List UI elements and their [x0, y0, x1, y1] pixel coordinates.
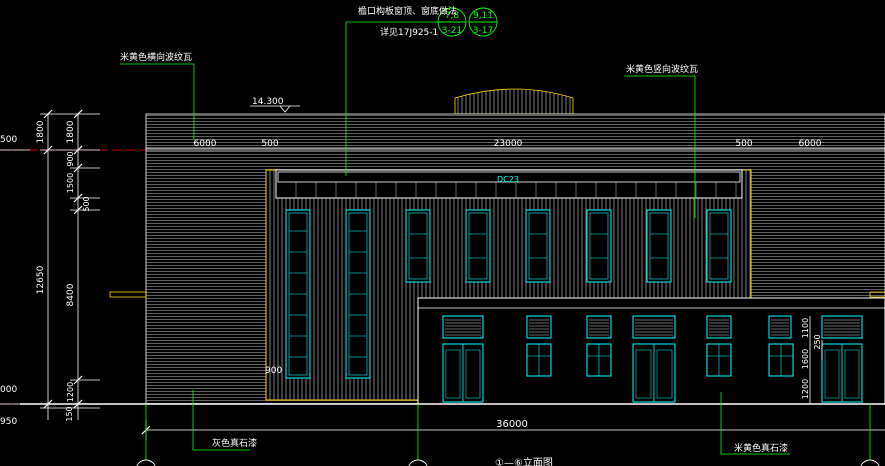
double-door — [632, 343, 676, 403]
dim-edge-950: 950 — [0, 417, 17, 427]
detail-a-bottom: 3-21 — [442, 26, 462, 36]
dim-left-150: 150 — [65, 406, 74, 421]
dim-inner-1800: 1800 — [66, 120, 76, 143]
tall-window — [706, 209, 732, 283]
annex-window — [526, 343, 552, 377]
detail-b-bottom: 3-17 — [473, 26, 493, 36]
elevation-marker — [250, 105, 300, 113]
dim-top-23000: 23000 — [494, 139, 523, 149]
louver-vent — [442, 315, 484, 339]
plinth-right-note: 米黄色真石漆 — [734, 442, 788, 454]
dim-annex-250: 250 — [813, 334, 822, 349]
dim-inner-900: 900 — [66, 151, 75, 166]
dim-edge-500: 500 — [0, 135, 17, 145]
tall-windows — [285, 209, 732, 379]
dim-door-900: 900 — [265, 366, 282, 376]
detail-bubble-a — [437, 7, 467, 37]
double-door — [821, 343, 863, 403]
axis-bubble-left — [136, 459, 156, 466]
roof-hatch — [454, 88, 574, 115]
dim-top-6000-left: 6000 — [194, 139, 217, 149]
louver-vent — [768, 315, 792, 339]
left-dimension-chain — [0, 113, 100, 420]
tall-window — [405, 209, 431, 283]
dim-left-12650: 12650 — [36, 265, 46, 294]
dim-inner-8400: 8400 — [66, 283, 76, 306]
louver-vent — [632, 315, 676, 339]
dim-edge-000: 000 — [0, 385, 17, 395]
annex-window — [706, 343, 732, 377]
canopy-ref: 详见17J925-1 — [380, 26, 438, 38]
louver-vent — [706, 315, 732, 339]
dim-annex-1200: 1200 — [801, 379, 810, 399]
window-tag: DC23 — [497, 175, 519, 184]
right-cladding-note: 米黄色竖向波纹瓦 — [626, 63, 698, 75]
dim-annex-1600: 1600 — [801, 349, 810, 369]
dim-inner-500: 500 — [82, 196, 91, 211]
detail-b-top: 9,11 — [473, 11, 493, 21]
tall-window — [285, 209, 311, 379]
detail-bubble-b — [468, 7, 498, 37]
annex-window — [586, 343, 612, 377]
plinth-left-note: 灰色真石漆 — [212, 437, 257, 449]
dim-inner-1500: 1500 — [66, 173, 75, 193]
dim-inner-1200: 1200 — [66, 382, 75, 402]
left-cladding-note: 米黄色横向波纹瓦 — [120, 51, 192, 63]
annex-dimension-chain — [809, 316, 823, 404]
detail-a-top: 7,8 — [445, 11, 460, 21]
dim-annex-1100: 1100 — [801, 318, 810, 338]
annex-window — [768, 343, 794, 377]
tall-window — [465, 209, 491, 283]
dim-top-6000-right: 6000 — [799, 139, 822, 149]
dim-top-500-left: 500 — [261, 139, 278, 149]
dim-bottom-36000: 36000 — [496, 419, 528, 430]
tall-window — [646, 209, 672, 283]
dim-left-1800: 1800 — [36, 120, 46, 143]
double-door — [442, 343, 484, 403]
tall-window — [525, 209, 551, 283]
axis-bubble-middle — [408, 459, 428, 466]
elevation-label: 14.300 — [252, 97, 284, 107]
axis-bubble-right — [860, 459, 880, 466]
axis-lines — [145, 404, 871, 460]
leader-lines — [120, 21, 790, 455]
louver-vent — [586, 315, 612, 339]
louver-vent — [821, 315, 863, 339]
dim-top-500-right: 500 — [735, 139, 752, 149]
canopy-note: 檐口构板窗顶、窗底做法 — [358, 5, 457, 17]
tall-window — [586, 209, 612, 283]
drawing-title: ①—⑥立面图 — [495, 456, 553, 466]
tall-window — [345, 209, 371, 379]
annex-openings — [442, 315, 863, 403]
canopy-band — [275, 169, 743, 199]
louver-vent — [526, 315, 552, 339]
